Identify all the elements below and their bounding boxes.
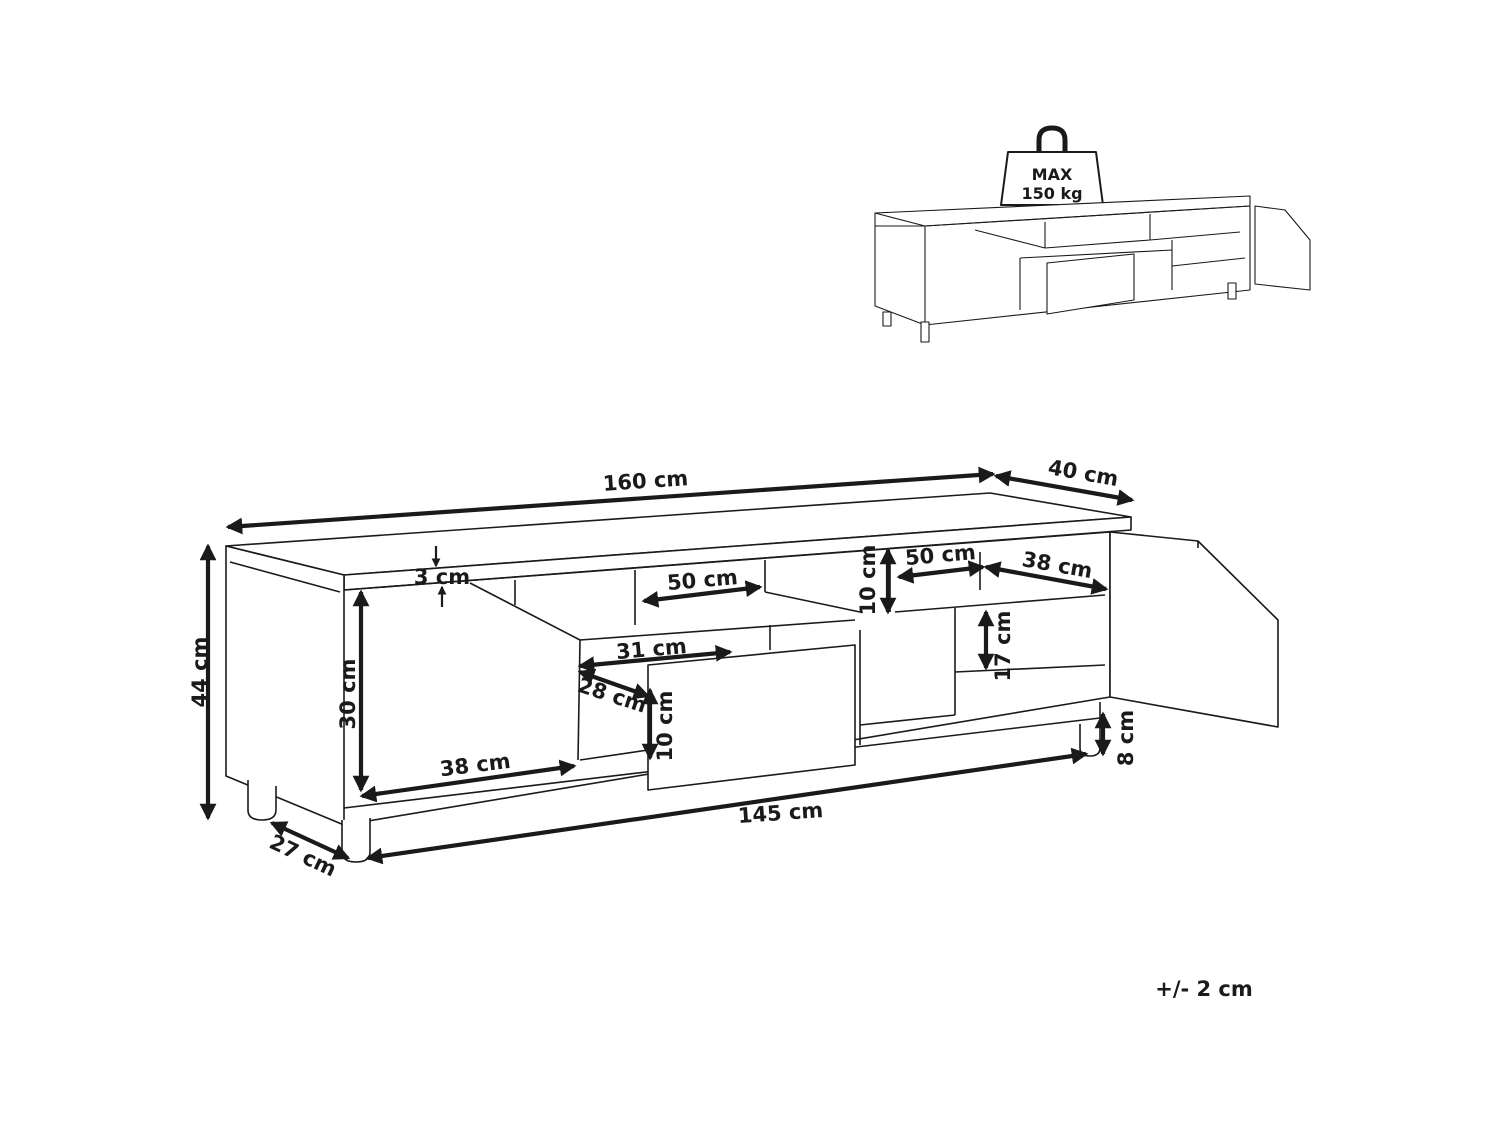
arrow-drawer-width — [577, 644, 733, 674]
label-upper-compartment-height: 10 cm — [856, 545, 880, 616]
arrow-drawer-depth — [577, 668, 651, 700]
label-left-compartment-height: 30 cm — [336, 659, 360, 730]
arrow-open-shelf-width — [641, 580, 763, 608]
arrow-leg-depth — [269, 821, 351, 860]
dimension-labels: 160 cm 40 cm 44 cm 3 cm 30 cm 38 cm 50 c… — [188, 455, 1138, 881]
dimension-arrows — [199, 466, 1135, 865]
thumbnail-tv-stand — [874, 195, 1311, 343]
label-right-compartment-height: 17 cm — [991, 611, 1015, 682]
arrow-cabinet-depth — [983, 561, 1109, 595]
max-weight-label: 150 kg — [1021, 184, 1082, 203]
tolerance-note: +/- 2 cm — [1155, 977, 1253, 1001]
arrow-total-width — [225, 466, 996, 535]
arrow-leg-span — [365, 747, 1089, 865]
weight-icon: MAX 150 kg — [1000, 125, 1104, 206]
label-cabinet-depth: 38 cm — [1020, 547, 1094, 583]
max-label: MAX — [1032, 165, 1073, 184]
label-drawer-depth: 28 cm — [575, 673, 650, 718]
label-drawer-height: 10 cm — [653, 691, 677, 762]
arrow-right-shelf-width — [896, 560, 986, 584]
label-top-thickness: 3 cm — [414, 565, 470, 589]
arrow-depth — [993, 470, 1135, 506]
label-drawer-width: 31 cm — [615, 634, 688, 664]
thumbnail-illustration: MAX 150 kg — [874, 125, 1311, 343]
label-total-width: 160 cm — [602, 466, 689, 496]
label-leg-height: 8 cm — [1114, 710, 1138, 766]
label-height: 44 cm — [188, 637, 212, 708]
label-right-shelf-width: 50 cm — [904, 540, 977, 570]
label-leg-span: 145 cm — [737, 798, 824, 828]
